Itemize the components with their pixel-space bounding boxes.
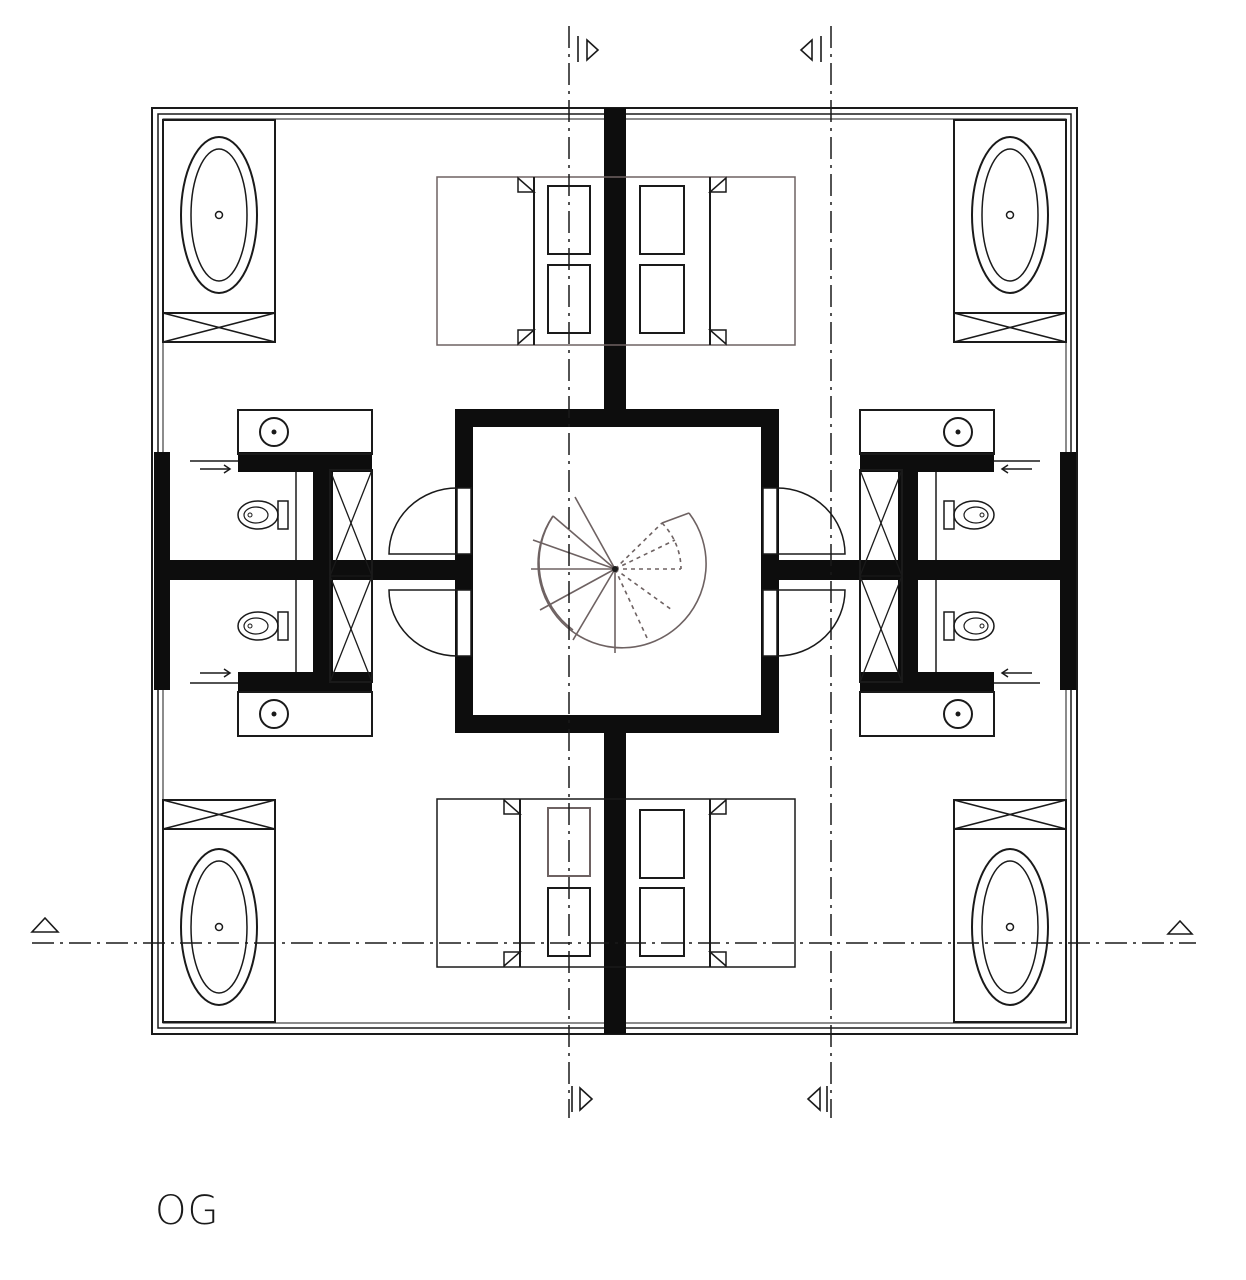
section-markers	[30, 36, 1194, 1112]
stair-core-walls	[455, 409, 779, 733]
beds	[436, 176, 796, 968]
section-lines	[32, 26, 1196, 1118]
spiral-staircase	[531, 496, 707, 653]
interior-walls	[154, 108, 1076, 1034]
entry-arrows	[190, 460, 1040, 684]
floor-label: OG	[155, 1188, 220, 1234]
sanitary-fixtures	[237, 409, 995, 737]
